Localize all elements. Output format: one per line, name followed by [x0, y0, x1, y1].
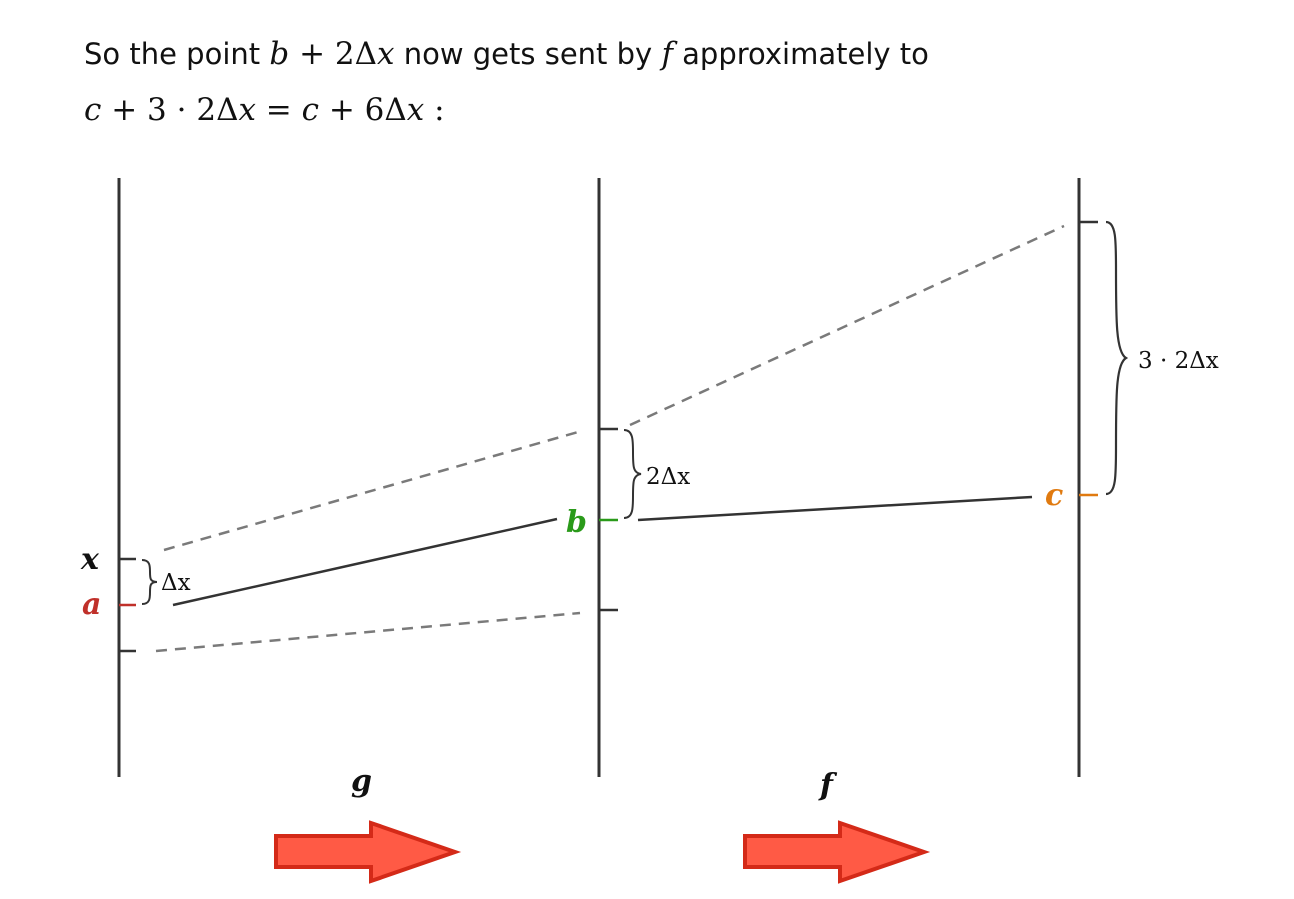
brace-2dx: [623, 429, 642, 519]
label-g: g: [351, 764, 372, 799]
math-colon: :: [424, 92, 445, 128]
label-2dx: 2Δx: [646, 464, 690, 490]
label-b: b: [566, 505, 587, 540]
math-f: f: [661, 36, 673, 72]
dashed-line-lower-g: [155, 611, 581, 653]
math-equals: =: [255, 92, 302, 128]
math-term: + 3 · 2Δ: [101, 92, 239, 128]
math-x: x: [377, 36, 395, 72]
dashed-line-upper-f: [629, 224, 1065, 427]
math-c: c: [301, 92, 319, 128]
label-c: c: [1045, 478, 1063, 513]
brace-3x2dx: [1105, 220, 1129, 496]
arrow-g-icon: [274, 820, 462, 884]
math-c: c: [84, 92, 102, 128]
intro-text: So the point b + 2Δx now gets sent by f …: [84, 26, 1264, 138]
label-a: a: [82, 587, 101, 622]
intro-text-part: now gets sent by: [394, 37, 662, 71]
intro-equation: c + 3 · 2Δx = c + 6Δx :: [84, 82, 1264, 138]
label-f: f: [818, 768, 838, 803]
label-x: x: [80, 542, 100, 577]
brace-dx: [141, 559, 158, 605]
dashed-line-upper-g: [163, 430, 579, 552]
label-dx: Δx: [161, 570, 191, 596]
intro-text-part: So the point: [84, 37, 270, 71]
arrow-f-icon: [743, 820, 931, 884]
math-term: + 6Δ: [319, 92, 407, 128]
math-b: b: [269, 36, 290, 72]
label-3x2dx: 3 · 2Δx: [1138, 348, 1219, 374]
math-x: x: [238, 92, 256, 128]
math-plus-2dx: + 2Δ: [289, 36, 378, 72]
map-line-b-to-c: [637, 495, 1033, 522]
map-line-a-to-b: [172, 517, 558, 607]
intro-text-part: approximately to: [672, 37, 929, 71]
math-x: x: [406, 92, 425, 128]
